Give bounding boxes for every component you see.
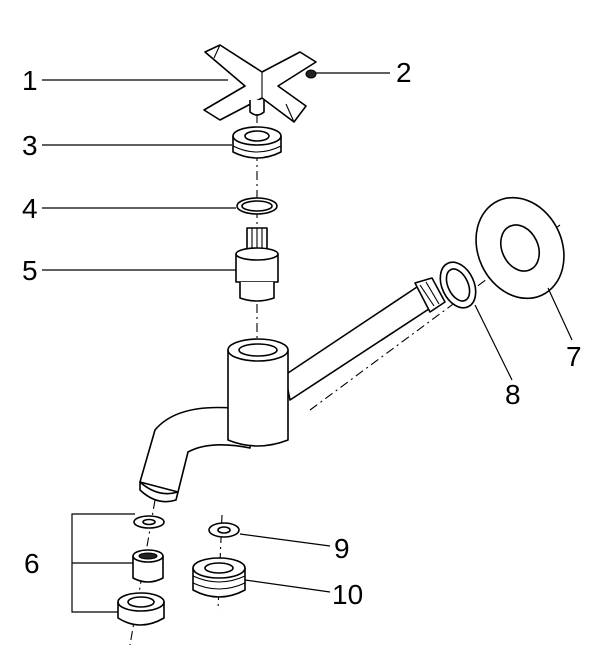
callout-3: 3: [22, 130, 38, 161]
callout-5: 5: [22, 255, 38, 286]
part-9-washer: [208, 522, 240, 538]
callout-10: 10: [332, 579, 363, 610]
callout-4: 4: [22, 193, 38, 224]
part-6-aerator-set: [117, 515, 165, 626]
part-7-wall-flange: [475, 196, 565, 300]
part-2-grub-screw: [305, 69, 317, 79]
callout-1: 1: [22, 65, 38, 96]
part-3-bushing: [232, 126, 282, 159]
part-8-gasket: [439, 261, 477, 309]
part-4-o-ring: [236, 197, 278, 215]
callout-labels: 1 2 3 4 5 6 7 8 9 10: [22, 57, 582, 610]
part-5-cartridge: [235, 227, 279, 302]
leader-lines: [42, 72, 573, 613]
faucet-body: [139, 277, 446, 503]
part-1-cross-handle: [203, 44, 317, 123]
callout-2: 2: [396, 57, 412, 88]
part-10-threaded-adapter: [192, 557, 246, 598]
callout-7: 7: [566, 341, 582, 372]
callout-6: 6: [24, 548, 40, 579]
callout-8: 8: [505, 379, 521, 410]
callout-9: 9: [334, 533, 350, 564]
